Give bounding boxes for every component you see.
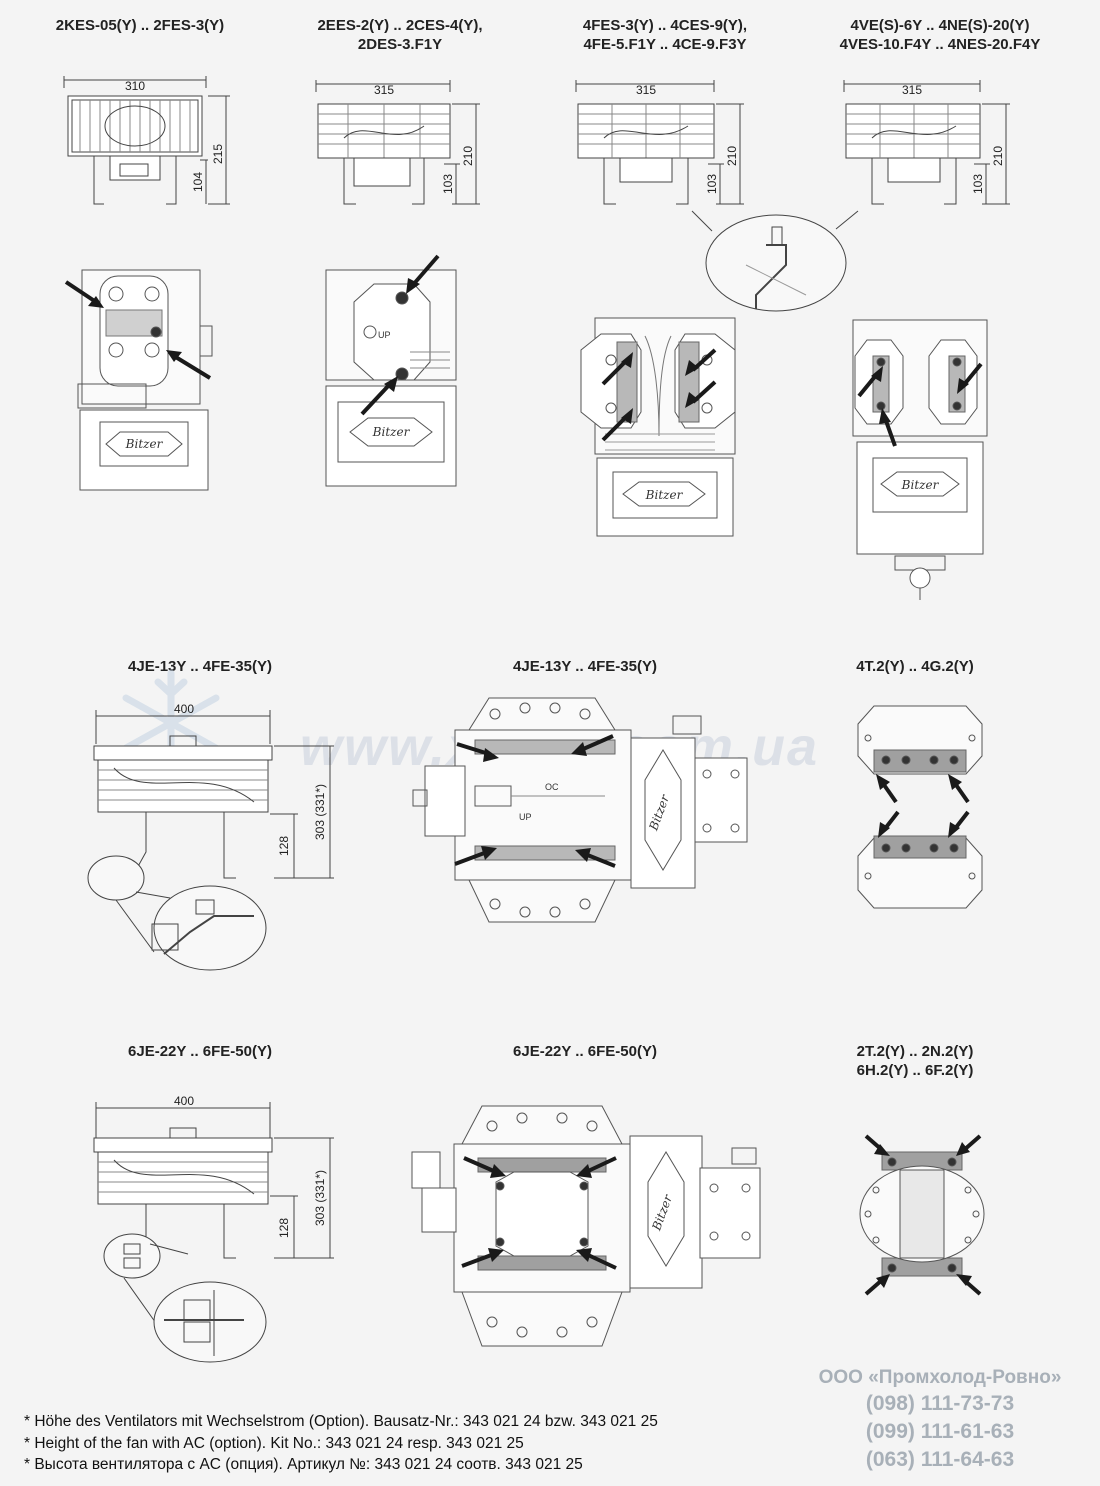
brand-logo-4fes: Bitzer <box>645 488 684 502</box>
company-contact: ООО «Промхолод-Ровно» (098) 111-73-73 (0… <box>790 1366 1090 1474</box>
arrow-icon <box>864 1134 890 1156</box>
footnote-en: * Height of the fan with AC (option). Ki… <box>24 1434 524 1452</box>
dim-width-4je: 400 <box>174 702 194 716</box>
title-2t-6f: 2T.2(Y) .. 2N.2(Y)6H.2(Y) .. 6F.2(Y) <box>856 1043 974 1079</box>
dim-mount-4fes: 103 <box>705 174 719 194</box>
phone-3[interactable]: (063) 111-64-63 <box>865 1448 1015 1471</box>
dim-width-6je: 400 <box>174 1094 194 1108</box>
arrow-icon <box>360 376 398 416</box>
title-4je-4fe-center: 4JE-13Y .. 4FE-35(Y) <box>513 658 657 675</box>
title-6je-6fe-left: 6JE-22Y .. 6FE-50(Y) <box>128 1043 272 1060</box>
title-4t-4g: 4T.2(Y) .. 4G.2(Y) <box>856 658 974 675</box>
compressor-top-view-6je: Bitzer <box>411 1105 761 1347</box>
arrow-icon <box>864 1274 890 1296</box>
title-2kes-2fes: 2KES-05(Y) .. 2FES-3(Y) <box>55 17 225 34</box>
arrow-icon <box>166 350 212 380</box>
compressor-top-view-4je: Bitzer UP OC <box>412 697 748 923</box>
arrow-icon <box>454 846 497 866</box>
arrow-icon <box>685 348 717 376</box>
arrow-icon <box>575 848 616 868</box>
fan-side-view-4ve: 315 210 103 <box>843 80 1010 205</box>
arrow-icon <box>957 362 983 394</box>
dim-mount-2kes: 104 <box>191 172 205 192</box>
fan-side-view-2kes: 310 215 104 <box>63 76 230 205</box>
arrow-icon <box>956 1134 982 1156</box>
phone-2[interactable]: (099) 111-61-63 <box>865 1420 1015 1443</box>
dim-width-4ve: 315 <box>902 83 922 97</box>
title-4ve-4ne: 4VE(S)-6Y .. 4NE(S)-20(Y)4VES-10.F4Y .. … <box>839 17 1041 53</box>
arrow-icon <box>879 408 897 447</box>
dim-height-4fes: 210 <box>725 146 739 166</box>
arrow-icon <box>64 280 104 308</box>
arrow-icon <box>876 774 898 804</box>
phone-1[interactable]: (098) 111-73-73 <box>865 1392 1015 1415</box>
dim-height-4je: 303 (331*) <box>313 784 327 840</box>
footnote-ru: * Высота вентилятора с AC (опция). Артик… <box>24 1456 583 1473</box>
dim-height-2kes: 215 <box>211 144 225 164</box>
cylinder-head-view-2t <box>859 1134 985 1296</box>
dim-width-2kes: 310 <box>125 79 145 93</box>
arrow-icon <box>878 810 900 838</box>
company-name: ООО «Промхолод-Ровно» <box>818 1367 1062 1388</box>
arrow-icon <box>601 408 633 442</box>
mounting-detail-circle-top <box>691 210 859 312</box>
arrow-icon <box>576 1156 617 1178</box>
arrow-icon <box>685 380 717 408</box>
arrow-icon <box>456 742 499 762</box>
up-marking-2ees: UP <box>378 330 391 340</box>
footnotes: * Höhe des Ventilators mit Wechselstrom … <box>24 1411 784 1476</box>
fan-side-view-4fes: 315 210 103 <box>575 80 744 205</box>
fan-side-view-2ees: 315 210 103 <box>315 80 480 205</box>
title-2ees-2ces: 2EES-2(Y) .. 2CES-4(Y),2DES-3.F1Y <box>317 17 483 53</box>
dim-width-2ees: 315 <box>374 83 394 97</box>
dim-height-6je: 303 (331*) <box>313 1170 327 1226</box>
up-marking-4je: UP <box>519 812 532 822</box>
arrow-icon <box>461 1248 504 1268</box>
arrow-icon <box>601 352 633 386</box>
footnote-de: * Höhe des Ventilators mit Wechselstrom … <box>24 1413 658 1430</box>
compressor-top-view-4ve: Bitzer <box>852 319 988 600</box>
arrow-icon <box>406 254 440 294</box>
compressor-top-view-2kes: Bitzer <box>64 269 213 491</box>
dim-height-2ees: 210 <box>461 146 475 166</box>
fan-side-view-6je: 400 303 (331*) 128 <box>93 1094 334 1363</box>
compressor-top-view-2ees: UP Bitzer <box>325 254 457 487</box>
brand-logo-4ve: Bitzer <box>901 478 940 492</box>
dim-mount-4ve: 103 <box>971 174 985 194</box>
arrow-icon <box>948 774 970 804</box>
oc-marking-4je: OC <box>545 782 559 792</box>
arrow-icon <box>857 366 883 398</box>
title-6je-6fe-center: 6JE-22Y .. 6FE-50(Y) <box>513 1043 657 1060</box>
dim-height-4ve: 210 <box>991 146 1005 166</box>
brand-logo-2ees: Bitzer <box>372 425 411 439</box>
dim-width-4fes: 315 <box>636 83 656 97</box>
title-4fes-4ces: 4FES-3(Y) .. 4CES-9(Y),4FE-5.F1Y .. 4CE-… <box>582 17 748 53</box>
dim-mount-6je: 128 <box>277 1218 291 1238</box>
arrow-icon <box>948 810 970 838</box>
title-4je-4fe-left: 4JE-13Y .. 4FE-35(Y) <box>128 658 272 675</box>
fan-side-view-4je: 400 303 (331*) 128 <box>87 702 334 971</box>
arrow-icon <box>571 734 614 756</box>
arrow-icon <box>463 1156 506 1178</box>
cylinder-head-view-4t <box>857 705 983 909</box>
dim-mount-2ees: 103 <box>441 174 455 194</box>
brand-logo-2kes: Bitzer <box>125 437 164 451</box>
arrow-icon <box>956 1274 982 1296</box>
compressor-top-view-4fes: Bitzer <box>580 317 736 537</box>
dim-mount-4je: 128 <box>277 836 291 856</box>
arrow-icon <box>576 1248 617 1270</box>
